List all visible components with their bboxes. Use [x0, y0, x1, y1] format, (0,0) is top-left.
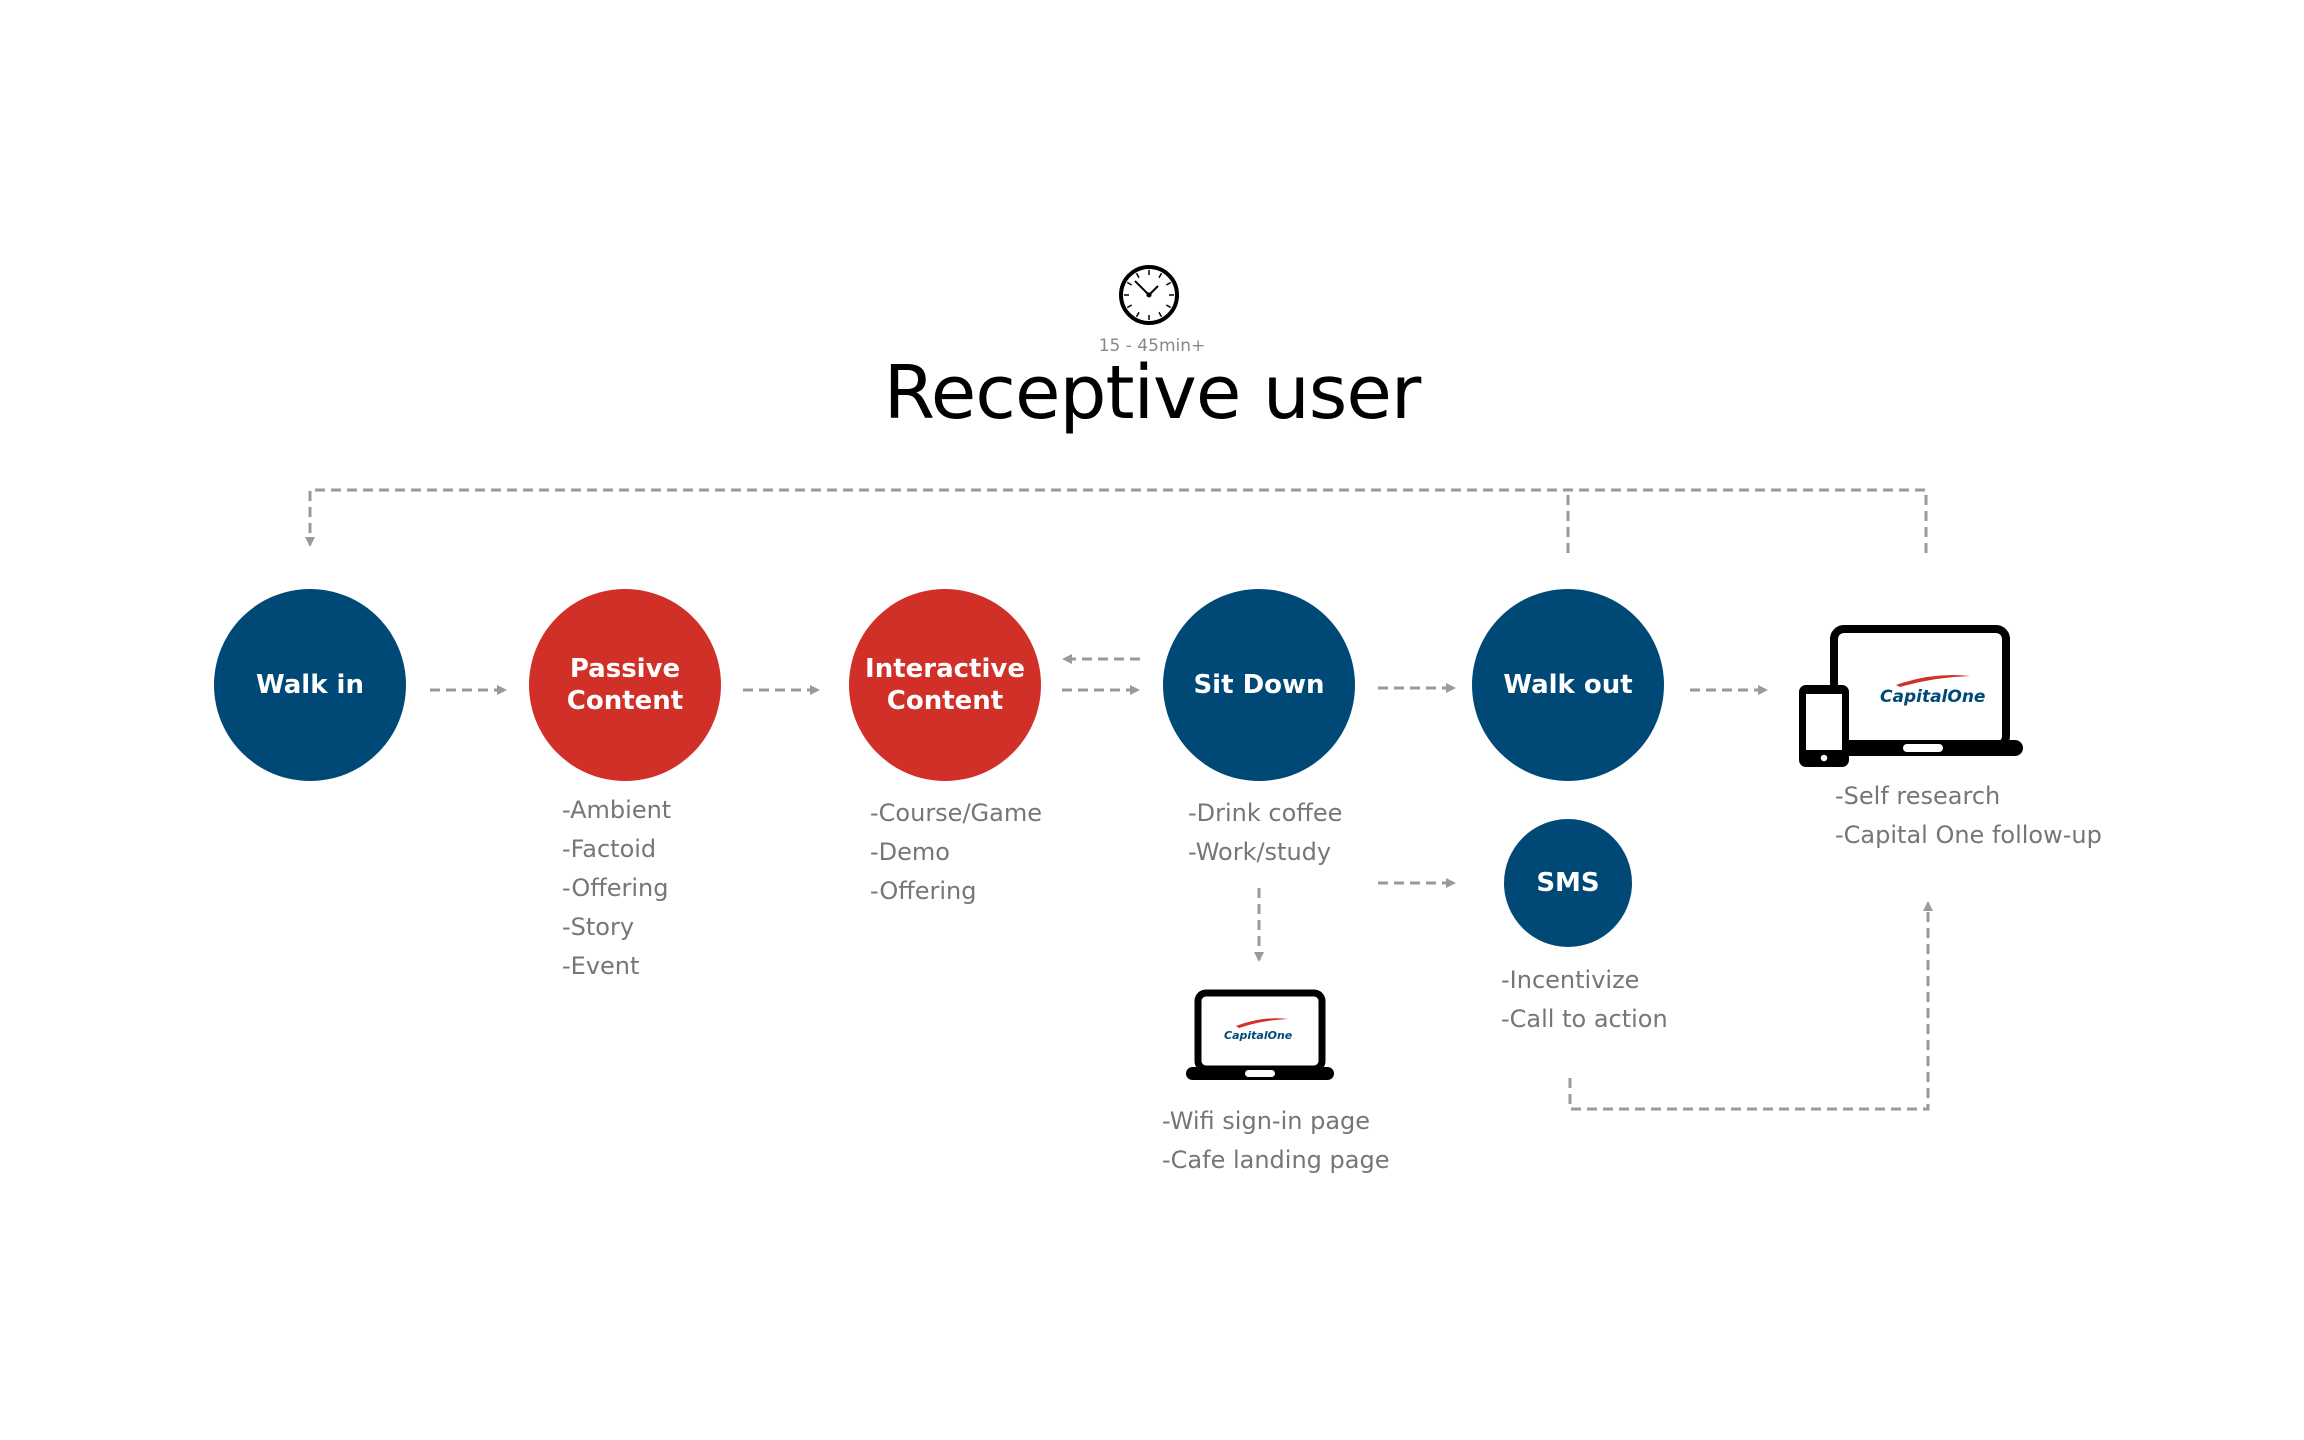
list-item: -Work/study: [1188, 838, 1332, 866]
node-walk-in: Walk in: [214, 589, 406, 781]
node-label: SMS: [1536, 867, 1600, 898]
brand-logo: CapitalOne: [1880, 687, 1985, 707]
arrow-sms-devices: [1568, 901, 1933, 1111]
list-item: -Cafe landing page: [1162, 1146, 1390, 1174]
node-sms: SMS: [1504, 819, 1632, 947]
list-sit-down: -Drink coffee -Work/study: [1188, 794, 1342, 872]
laptop-phone-icon: CapitalOne: [1795, 624, 2030, 770]
list-devices: -Self research -Capital One follow-up: [1835, 777, 2102, 855]
list-item: -Wifi sign-in page: [1162, 1107, 1371, 1135]
list-item: -Demo: [870, 838, 950, 866]
list-item: -Course/Game: [870, 799, 1042, 827]
duration-label: 15 - 45min+: [1098, 336, 1206, 356]
clock-icon: [1117, 263, 1181, 327]
brand-logo: CapitalOne: [1224, 1029, 1293, 1042]
laptop-icon: CapitalOne: [1182, 988, 1338, 1084]
list-sms: -Incentivize -Call to action: [1501, 961, 1668, 1039]
list-item: -Self research: [1835, 782, 2001, 810]
node-label: Walk in: [256, 669, 364, 700]
list-interactive: -Course/Game -Demo -Offering: [870, 794, 1042, 911]
list-item: -Call to action: [1501, 1005, 1668, 1033]
list-passive: -Ambient -Factoid -Offering -Story -Even…: [562, 791, 671, 986]
node-walk-out: Walk out: [1472, 589, 1664, 781]
list-item: -Incentivize: [1501, 966, 1640, 994]
list-laptop: -Wifi sign-in page -Cafe landing page: [1162, 1102, 1389, 1180]
list-item: -Drink coffee: [1188, 799, 1343, 827]
list-item: -Offering: [870, 877, 977, 905]
page-title: Receptive user: [883, 350, 1422, 436]
list-item: -Ambient: [562, 796, 672, 824]
list-item: -Story: [562, 913, 635, 941]
list-item: -Event: [562, 952, 640, 980]
list-item: -Factoid: [562, 835, 657, 863]
node-sit-down: Sit Down: [1163, 589, 1355, 781]
node-label: Walk out: [1503, 669, 1633, 700]
list-item: -Offering: [562, 874, 669, 902]
list-item: -Capital One follow-up: [1835, 821, 2102, 849]
loop-line-top: [305, 488, 1928, 553]
node-label: Sit Down: [1193, 669, 1325, 700]
